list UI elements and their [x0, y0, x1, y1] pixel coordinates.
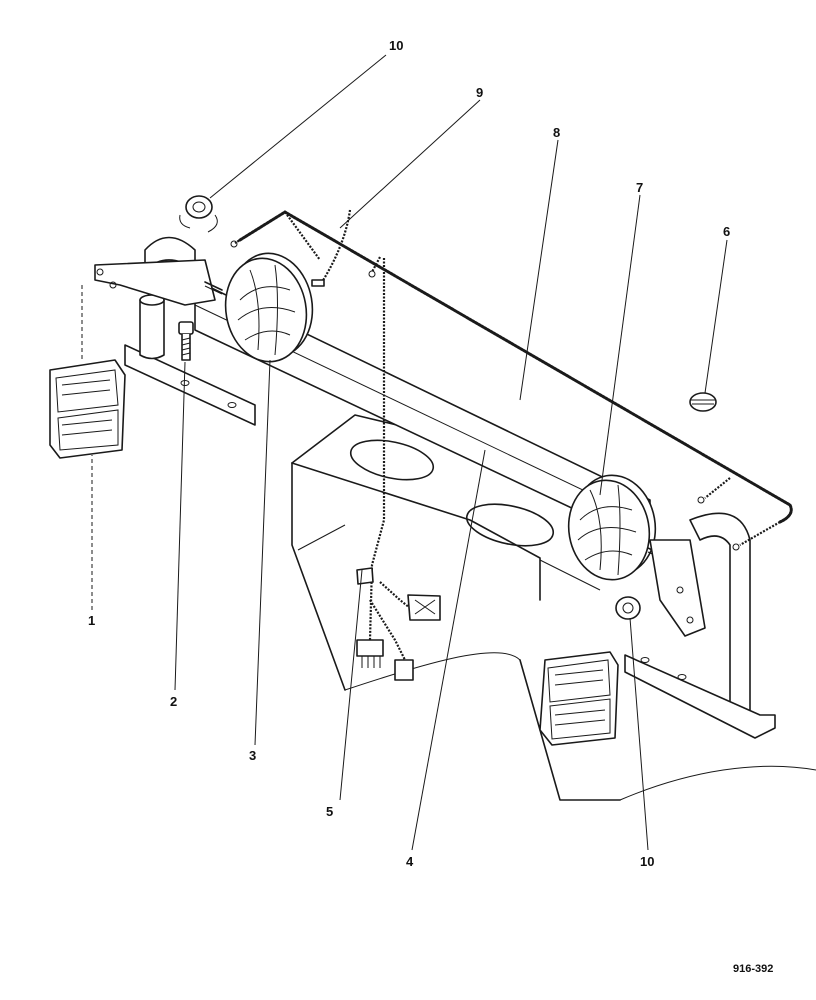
right-work-light	[567, 474, 666, 581]
right-bracket	[624, 512, 776, 739]
figure-code: 916-392	[733, 963, 773, 975]
callout-2: 2	[170, 694, 177, 709]
grommet-bottom	[615, 596, 641, 620]
leader-lines	[81, 54, 728, 851]
callout-5: 5	[326, 804, 333, 819]
callout-9: 9	[476, 85, 483, 100]
callout-10-bottom: 10	[640, 854, 654, 869]
callout-6: 6	[723, 224, 730, 239]
callout-10-top: 10	[389, 38, 403, 53]
wiring-harness	[230, 210, 793, 681]
left-work-light	[224, 252, 314, 363]
callout-3: 3	[249, 748, 256, 763]
callout-7: 7	[636, 180, 643, 195]
grommet-top	[179, 195, 218, 233]
cap	[689, 392, 717, 412]
callout-1: 1	[88, 613, 95, 628]
callout-4: 4	[406, 854, 414, 869]
bolt	[178, 321, 194, 361]
left-bracket	[94, 236, 256, 426]
callout-8: 8	[553, 125, 560, 140]
left-rear-lamp	[49, 359, 126, 459]
right-rear-lamp	[539, 651, 619, 746]
cable-strap	[311, 209, 352, 287]
callouts: 10 9 8 7 6 1 2 3 5 4 10	[88, 38, 730, 869]
